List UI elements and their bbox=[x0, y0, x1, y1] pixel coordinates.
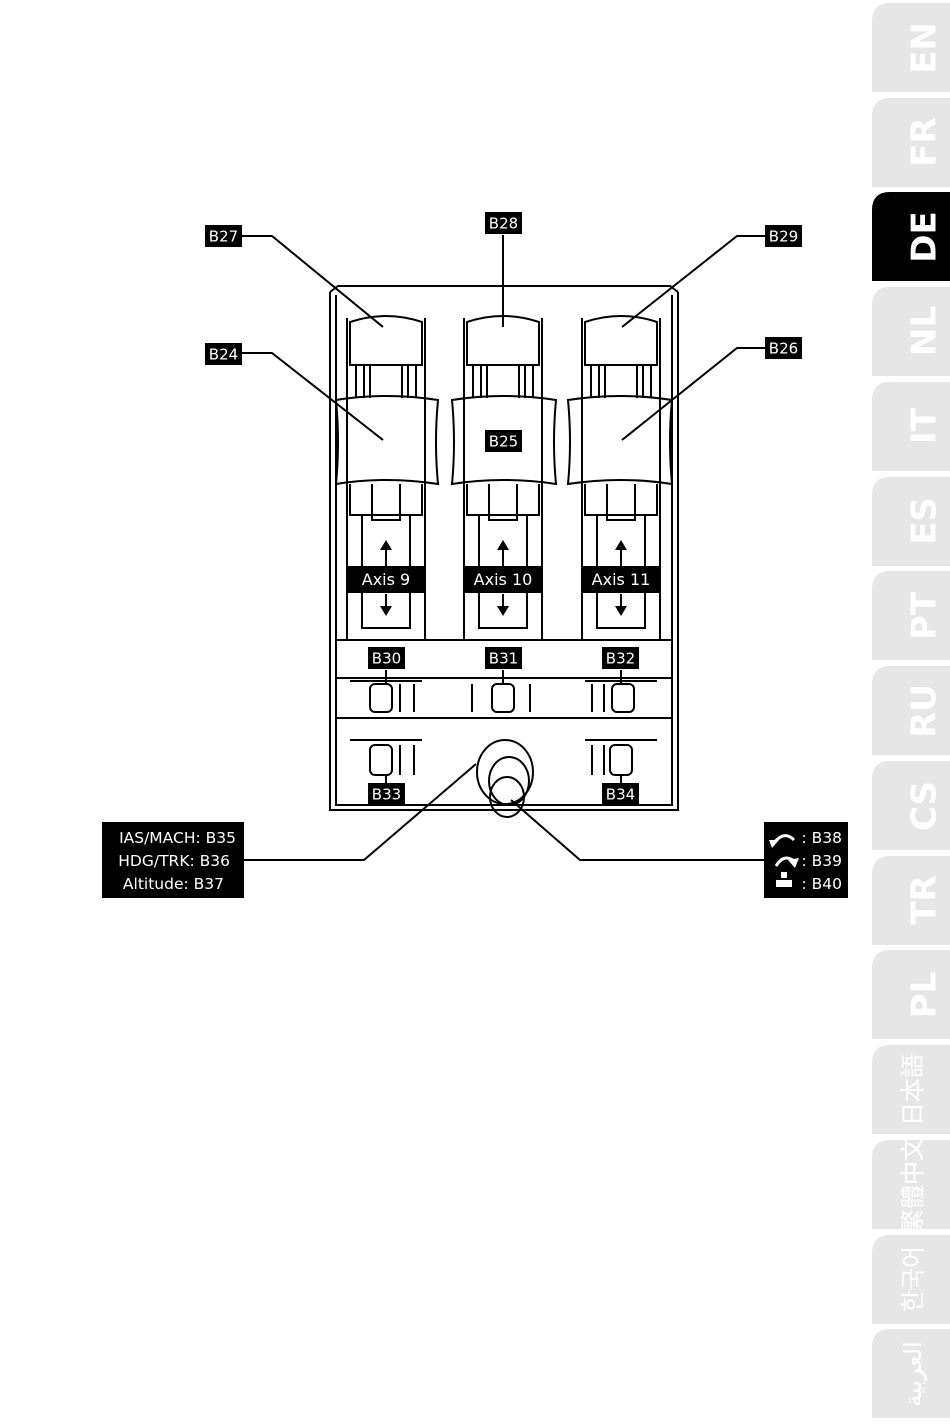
tab-pt[interactable]: PT bbox=[872, 571, 950, 660]
tab-tr[interactable]: TR bbox=[872, 856, 950, 945]
push-label: : B40 bbox=[801, 875, 842, 893]
switch-b34[interactable] bbox=[585, 740, 657, 775]
tab-zh-label: 繁體中文 bbox=[899, 1137, 927, 1233]
tab-tr-label: TR bbox=[905, 875, 945, 924]
label-b32: B32 bbox=[606, 650, 635, 668]
tab-es-label: ES bbox=[905, 497, 945, 545]
tab-ru[interactable]: RU bbox=[872, 666, 950, 755]
label-b26: B26 bbox=[769, 340, 798, 358]
arrow-down-icon bbox=[497, 606, 509, 616]
arrow-up-icon bbox=[497, 540, 509, 550]
tab-es[interactable]: ES bbox=[872, 477, 950, 566]
tab-ja-label: 日本語 bbox=[899, 1054, 927, 1126]
tab-nl-label: NL bbox=[905, 306, 945, 356]
lever-left-grip[interactable] bbox=[336, 396, 438, 484]
axis-9-label: Axis 9 bbox=[362, 570, 410, 589]
tab-ar-label: العربية bbox=[899, 1341, 927, 1407]
tab-zh[interactable]: 繁體中文 bbox=[872, 1137, 950, 1233]
label-b30: B30 bbox=[372, 650, 401, 668]
tab-fr-label: FR bbox=[905, 117, 945, 166]
tab-ar[interactable]: العربية bbox=[872, 1329, 950, 1418]
rotate-right-label: : B39 bbox=[801, 852, 842, 870]
label-b29: B29 bbox=[769, 228, 798, 246]
label-b31: B31 bbox=[489, 650, 518, 668]
switch-b32[interactable] bbox=[585, 681, 657, 712]
knob-action-legend: : B38 : B39 : B40 bbox=[764, 822, 848, 898]
label-b28: B28 bbox=[489, 215, 518, 233]
tab-it[interactable]: IT bbox=[872, 382, 950, 471]
lever-left-top-button[interactable] bbox=[350, 316, 422, 365]
tab-it-label: IT bbox=[905, 407, 945, 444]
lever-right-grip[interactable] bbox=[568, 396, 672, 484]
tab-ru-label: RU bbox=[905, 684, 945, 738]
tab-cs[interactable]: CS bbox=[872, 761, 950, 850]
label-b33: B33 bbox=[372, 786, 401, 804]
ias-mach-label: IAS/MACH: B35 bbox=[119, 829, 236, 847]
altitude-label: Altitude: B37 bbox=[123, 875, 224, 893]
label-b24: B24 bbox=[209, 346, 238, 364]
label-b25: B25 bbox=[489, 433, 518, 451]
tab-ja[interactable]: 日本語 bbox=[872, 1045, 950, 1134]
label-b34: B34 bbox=[606, 786, 635, 804]
throttle-quadrant-device: Axis 9 Axis 10 Axis 11 bbox=[330, 286, 678, 817]
lever-right-top-button[interactable] bbox=[585, 316, 657, 365]
tab-de[interactable]: DE bbox=[872, 192, 950, 281]
tab-cs-label: CS bbox=[905, 781, 945, 831]
tab-fr[interactable]: FR bbox=[872, 98, 950, 187]
tab-en-label: EN bbox=[905, 22, 945, 74]
language-tabs: EN FR DE NL IT ES PT RU bbox=[872, 3, 950, 1418]
rotate-left-label: : B38 bbox=[801, 829, 842, 847]
hdg-trk-label: HDG/TRK: B36 bbox=[118, 852, 230, 870]
tab-ko-label: 한국어 bbox=[899, 1246, 927, 1312]
arrow-down-icon bbox=[615, 606, 627, 616]
tab-pt-label: PT bbox=[905, 591, 945, 640]
tab-nl[interactable]: NL bbox=[872, 287, 950, 376]
tab-de-label: DE bbox=[905, 211, 945, 262]
switch-b33[interactable] bbox=[350, 740, 422, 775]
knob-function-legend: IAS/MACH: B35 HDG/TRK: B36 Altitude: B37 bbox=[102, 822, 244, 898]
arrow-down-icon bbox=[380, 606, 392, 616]
switch-b30[interactable] bbox=[350, 681, 422, 712]
axis-11-label: Axis 11 bbox=[592, 570, 651, 589]
arrow-up-icon bbox=[380, 540, 392, 550]
tab-pl[interactable]: PL bbox=[872, 950, 950, 1039]
label-b27: B27 bbox=[209, 228, 238, 246]
arrow-up-icon bbox=[615, 540, 627, 550]
tab-pl-label: PL bbox=[905, 972, 945, 1019]
axis-10-label: Axis 10 bbox=[474, 570, 533, 589]
tab-en[interactable]: EN bbox=[872, 3, 950, 92]
tab-ko[interactable]: 한국어 bbox=[872, 1235, 950, 1324]
switch-b31[interactable] bbox=[472, 684, 530, 712]
